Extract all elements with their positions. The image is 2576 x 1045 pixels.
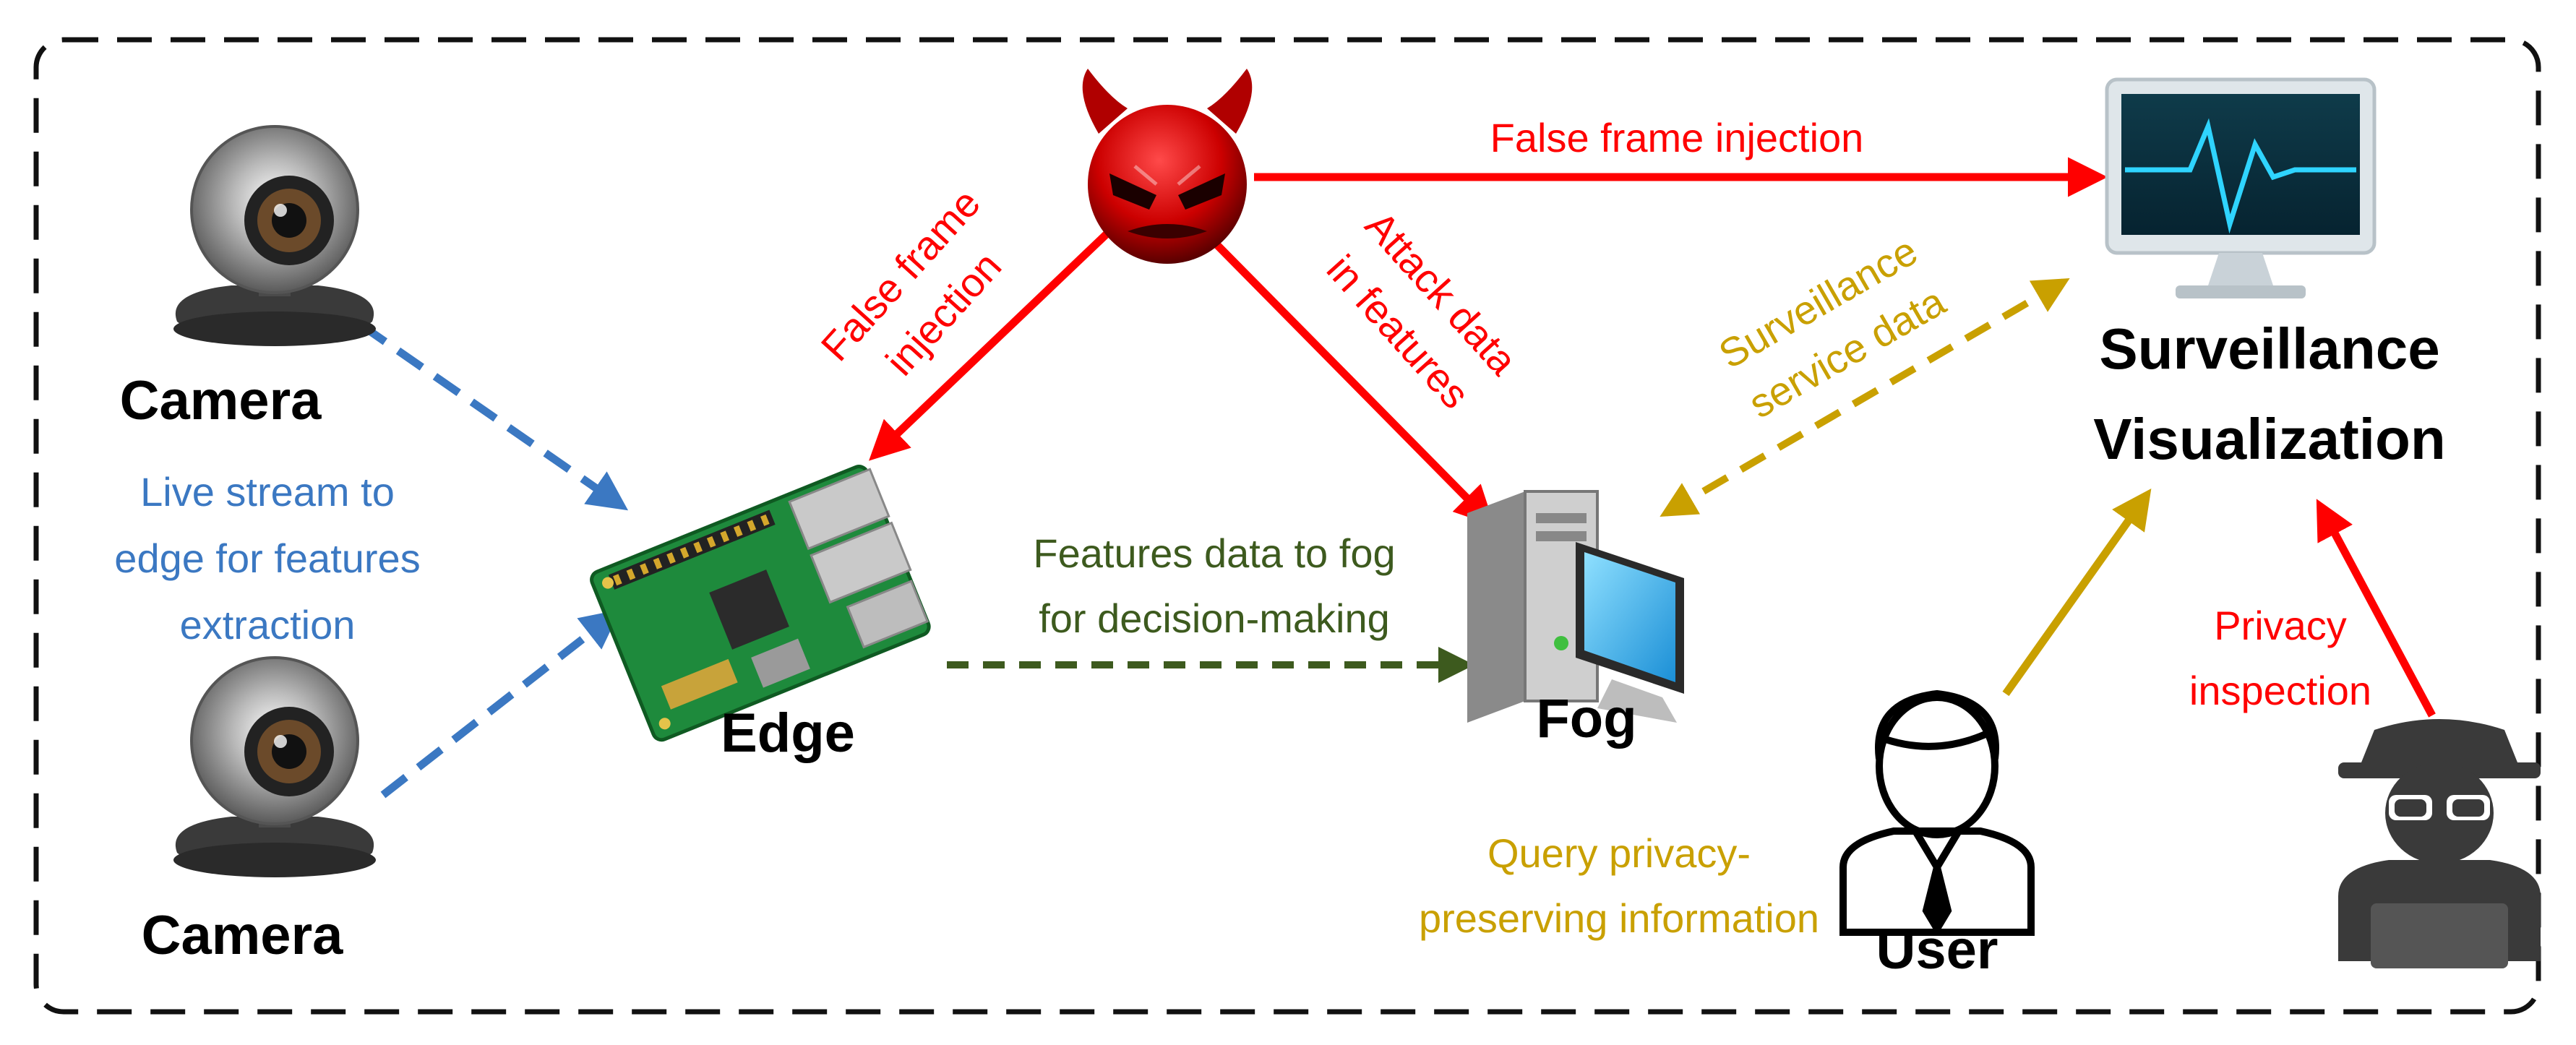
arrow-service-data: [1660, 278, 2070, 517]
query-label-line2: preserving information: [1419, 895, 1819, 941]
fog-label: Fog: [1536, 688, 1636, 749]
webcam-icon: [173, 656, 376, 877]
visualization-label-line1: Surveillance: [2099, 317, 2439, 381]
arrow-attacker-to-fog: [1211, 239, 1495, 526]
arrow-camera-top-to-edge: [359, 322, 629, 511]
monitor-heartbeat-icon: [2105, 77, 2377, 298]
arrow-camera-bottom-to-edge: [380, 609, 621, 799]
webcam-icon: [173, 125, 376, 346]
query-label-line1: Query privacy-: [1487, 830, 1751, 876]
visualization-label-line2: Visualization: [2093, 407, 2446, 471]
live-stream-label-line2: edge for features: [114, 536, 420, 581]
camera-top-label: Camera: [120, 370, 322, 431]
privacy-inspection-label-line1: Privacy: [2214, 603, 2347, 648]
user-icon: [1839, 689, 2035, 936]
live-stream-label-line3: extraction: [180, 602, 356, 648]
diagram-frame: [33, 37, 2541, 1015]
user-label: User: [1876, 919, 1998, 981]
raspberry-pi-board-icon: [590, 465, 931, 742]
camera-bottom-label: Camera: [142, 905, 344, 966]
arrow-privacy-inspection: [2316, 499, 2436, 718]
privacy-inspection-label-line2: inspection: [2189, 668, 2371, 713]
devil-icon: [1082, 69, 1253, 264]
features-label-line2: for decision-making: [1039, 595, 1390, 641]
live-stream-label-line1: Live stream to: [140, 469, 395, 515]
hacker-icon: [2338, 719, 2541, 968]
arrow-attacker-to-edge: [869, 228, 1112, 461]
arrow-user-to-visualization: [2002, 489, 2152, 697]
false-frame-top-label: False frame injection: [1490, 115, 1864, 160]
edge-label: Edge: [721, 702, 855, 764]
desktop-computer-icon: [1467, 490, 1684, 723]
features-label-line1: Features data to fog: [1033, 530, 1395, 576]
